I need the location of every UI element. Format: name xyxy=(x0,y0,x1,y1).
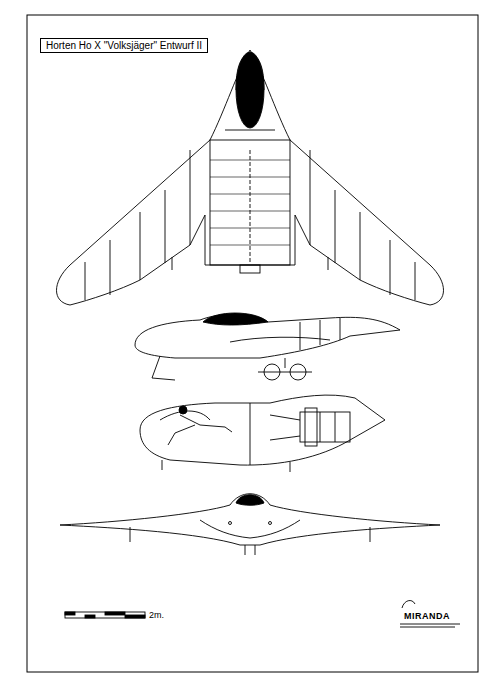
scale-label: 2m. xyxy=(149,610,164,620)
frame xyxy=(27,15,478,672)
title-box: Horten Ho X "Volksjäger" Entwurf II xyxy=(40,38,208,53)
panel-line xyxy=(210,160,290,161)
panel-line xyxy=(210,245,290,246)
top-view xyxy=(57,50,444,305)
front-view xyxy=(60,494,440,555)
cutaway-view xyxy=(140,395,385,472)
logo-text: MIRANDA xyxy=(404,611,450,621)
side-view xyxy=(135,313,400,380)
panel-line xyxy=(210,228,290,229)
panel-line xyxy=(210,177,290,178)
logo-mark xyxy=(400,601,460,627)
panel-line xyxy=(210,211,290,212)
scale-bar xyxy=(65,612,145,618)
panel-line xyxy=(210,194,290,195)
